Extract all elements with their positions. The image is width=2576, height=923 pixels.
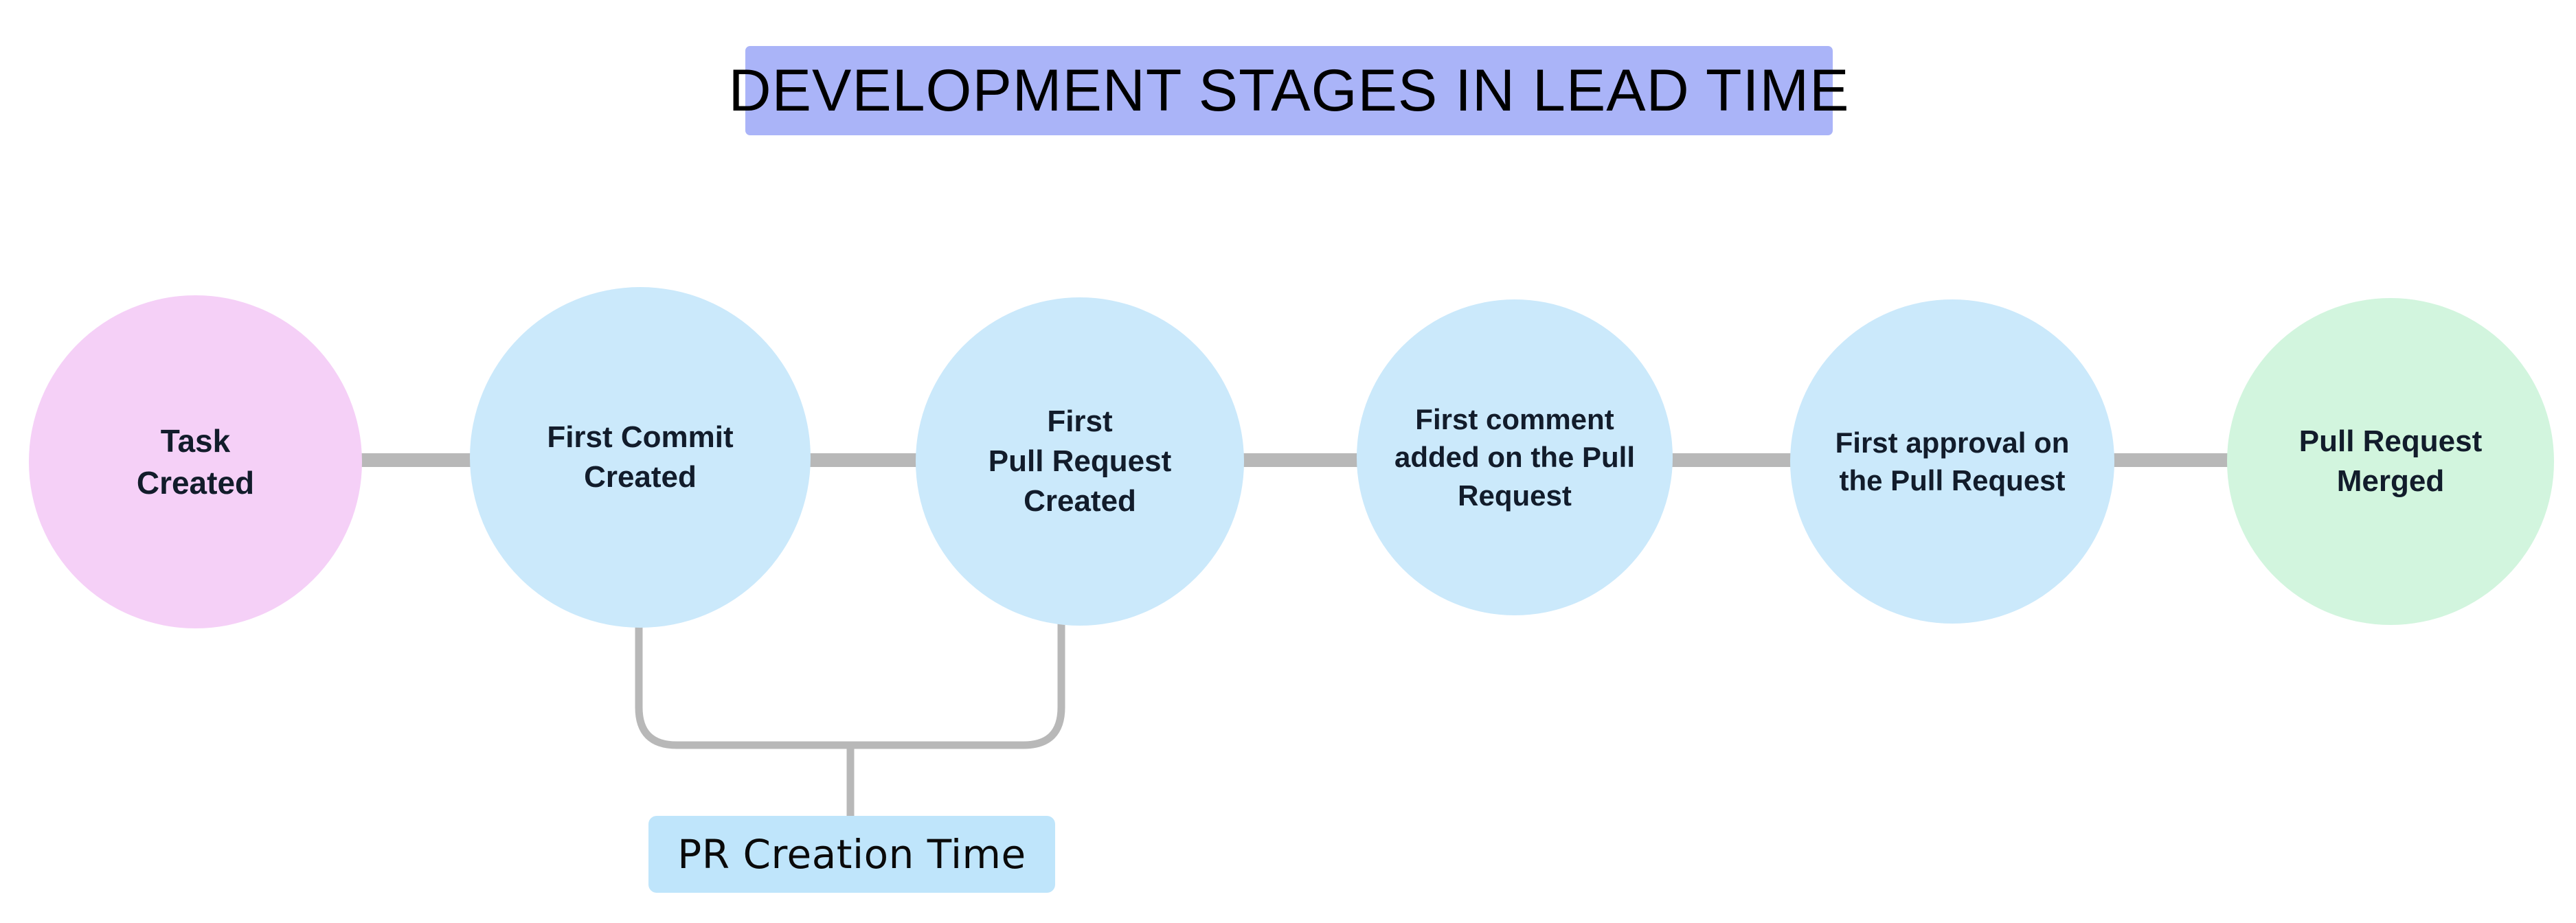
diagram-title-banner: DEVELOPMENT STAGES IN LEAD TIME	[729, 46, 1849, 135]
connector-pr-to-comment	[1241, 453, 1357, 467]
stage-node-pull-request-merged[interactable]: Pull Request Merged	[2227, 298, 2554, 625]
page-title: DEVELOPMENT STAGES IN LEAD TIME	[728, 58, 1850, 124]
connector-commit-to-pr	[806, 453, 916, 467]
stage-label-pull-request-merged: Pull Request Merged	[2298, 424, 2483, 498]
stage-label-first-comment-added: First comment added on the Pull Request	[1394, 402, 1635, 512]
stage-label-first-approval: First approval on the Pull Request	[1835, 426, 2070, 497]
stage-label-first-pull-request-created: First Pull Request Created	[988, 404, 1172, 519]
pr-creation-time-label: PR Creation Time	[677, 831, 1026, 878]
stage-node-first-commit-created[interactable]: First Commit Created	[470, 287, 811, 628]
stage-node-first-comment-added[interactable]: First comment added on the Pull Request	[1357, 299, 1673, 615]
stage-node-task-created[interactable]: Task Created	[29, 295, 362, 628]
connector-task-to-commit	[356, 453, 473, 467]
stage-node-first-pull-request-created[interactable]: First Pull Request Created	[916, 297, 1244, 626]
pr-creation-time-label-box[interactable]: PR Creation Time	[648, 816, 1055, 893]
stage-label-task-created: Task Created	[136, 422, 255, 501]
stage-label-first-commit-created: First Commit Created	[547, 420, 734, 494]
connector-approval-to-merged	[2110, 453, 2228, 467]
connector-comment-to-approval	[1670, 453, 1791, 467]
stage-node-first-approval[interactable]: First approval on the Pull Request	[1790, 299, 2114, 624]
